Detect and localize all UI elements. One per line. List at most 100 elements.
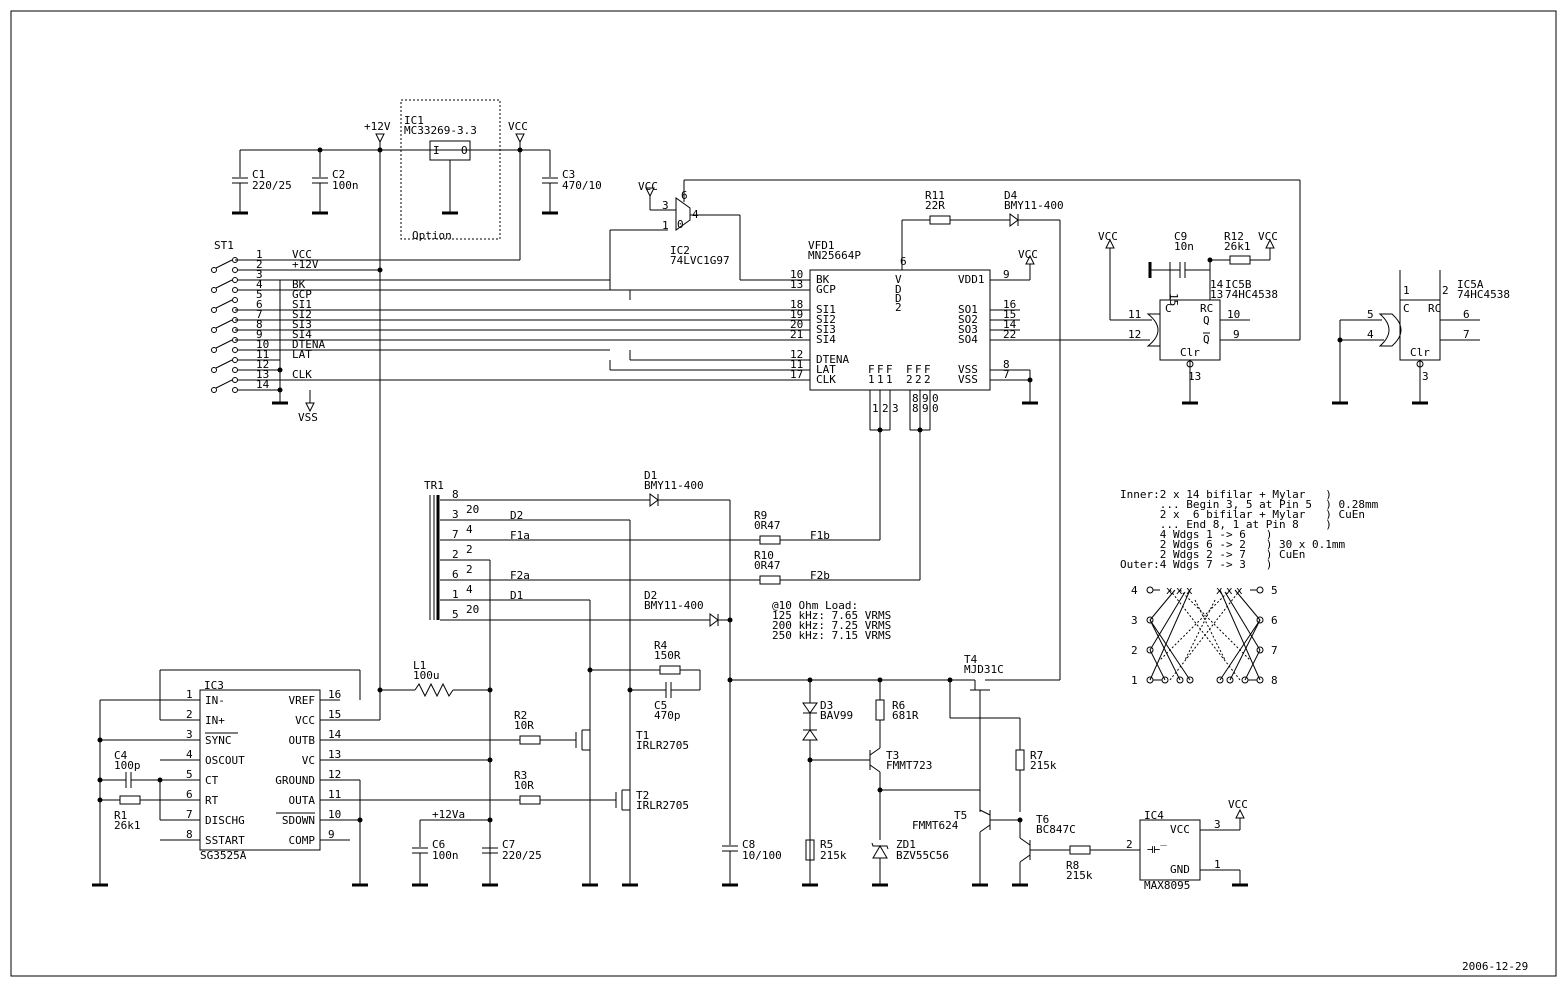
vfd-fpin1: 1 <box>872 402 879 415</box>
ic1-pin-in: I <box>433 144 440 157</box>
ic3-sig-oscout: OSCOUT <box>205 754 245 767</box>
c1-label: C1 <box>252 168 265 181</box>
st1-sig-si1: SI1 <box>292 298 312 311</box>
ic3-sig-in-: IN- <box>205 694 225 707</box>
c8: C8 10/100 <box>722 677 782 887</box>
c9-label: C9 <box>1174 230 1187 243</box>
load-note-3: 250 kHz: 7.15 VRMS <box>772 629 891 642</box>
date-stamp: 2006-12-29 <box>1462 960 1528 973</box>
tr1-t5: 4 <box>466 583 473 596</box>
c5-value: 470p <box>654 709 681 722</box>
st1-contact <box>211 267 217 273</box>
t4-value: MJD31C <box>964 663 1004 676</box>
load-note-0: @10 Ohm Load: <box>772 599 858 612</box>
st1-contact <box>232 387 238 393</box>
c3-label: C3 <box>562 168 575 181</box>
ic5a-p5: 5 <box>1367 308 1374 321</box>
st1-contact <box>232 267 238 273</box>
vfd-label: VFD1 <box>808 239 835 252</box>
vfd-rsig-so2: SO2 <box>958 313 978 326</box>
c2-value: 100n <box>332 179 359 192</box>
ic3-rsig-comp: COMP <box>289 834 316 847</box>
ic3-rsig-ground: GROUND <box>275 774 315 787</box>
st1-contact <box>211 307 217 313</box>
c6-value: 100n <box>432 849 459 862</box>
ic5a-rc: RC <box>1428 302 1441 315</box>
vfd-rsig-vdd1: VDD1 <box>958 273 985 286</box>
vfd-rpin-16: 16 <box>1003 298 1016 311</box>
t6-label: T6 <box>1036 813 1049 826</box>
d2-label: D2 <box>644 589 657 602</box>
ic4-label: IC4 <box>1144 809 1164 822</box>
d3-label: D3 <box>820 699 833 712</box>
st1-pin-13: 13 <box>256 368 269 381</box>
r6-label: R6 <box>892 699 905 712</box>
vfd-sig-dtena: DTENA <box>816 353 849 366</box>
vfd-sig-si4: SI4 <box>816 333 836 346</box>
vfd-vdd2-d2: D <box>895 292 902 305</box>
c6-c7: +12Va C6 100n C7 220/25 <box>412 808 542 887</box>
st1-contact <box>232 297 238 303</box>
r5-value: 215k <box>820 849 847 862</box>
ic3-rpin-13: 13 <box>328 748 341 761</box>
ic3-pin-2: 2 <box>186 708 193 721</box>
ic2-in0: 0 <box>677 218 684 231</box>
st1-contact <box>232 357 238 363</box>
wd-x1: x <box>1166 584 1173 597</box>
vfd-value: MN25664P <box>808 249 861 262</box>
ic5b-q: Q <box>1203 314 1210 327</box>
ic5b-p9: 9 <box>1233 328 1240 341</box>
ic5b-or-gate <box>1146 313 1161 347</box>
st1-sig-gcp: GCP <box>292 288 312 301</box>
st1-contact <box>232 287 238 293</box>
ic5b-rc: RC <box>1200 302 1213 315</box>
ic3-pin-4: 4 <box>186 748 193 761</box>
ic5a-p6: 6 <box>1463 308 1470 321</box>
c4-value: 100p <box>114 759 141 772</box>
ic4-sense-symbol: ⊣⊢‾ <box>1147 843 1167 856</box>
c3-value: 470/10 <box>562 179 602 192</box>
c4-label: C4 <box>114 749 128 762</box>
vfd-pin-20: 20 <box>790 318 803 331</box>
r10-value: 0R47 <box>754 559 781 572</box>
vfd-rsig-so1: SO1 <box>958 303 978 316</box>
ic1-value: MC33269-3.3 <box>404 124 477 137</box>
zd1-label: ZD1 <box>896 838 916 851</box>
vfd-sig-lat: LAT <box>816 363 836 376</box>
ic3-pin-3: 3 <box>186 728 193 741</box>
vfd-fpin8a: 8 <box>912 392 919 405</box>
vfd-rsig-so4: SO4 <box>958 333 978 346</box>
ic5b-p10: 10 <box>1227 308 1240 321</box>
tr1-p2: 2 <box>452 548 459 561</box>
ic1-option-box <box>400 99 501 240</box>
ic3-rsig-vcc: VCC <box>295 714 315 727</box>
ic3-rsig-vc: VC <box>302 754 315 767</box>
ic5a-or-gate <box>1378 313 1402 347</box>
tr1-t3: 2 <box>466 543 473 556</box>
vfd-vdd2-d1: D <box>895 283 902 296</box>
ic4-p1: 1 <box>1214 858 1221 871</box>
winding-note-7: Outer:4 Wdgs 7 -> 3 ) <box>1120 558 1272 571</box>
ic4-p3: 3 <box>1214 818 1221 831</box>
net-f1b: F1b <box>810 529 830 542</box>
st1-contact <box>211 347 217 353</box>
winding-note-4: 4 Wdgs 1 -> 6 ) <box>1120 528 1272 541</box>
c8-value: 10/100 <box>742 849 782 862</box>
ic3-sig-in+: IN+ <box>205 714 225 727</box>
winding-note-5: 2 Wdgs 6 -> 2 ) 30 x 0.1mm <box>1120 538 1346 551</box>
vfd-fpin9a: 9 <box>922 392 929 405</box>
load-notes: @10 Ohm Load: 125 kHz: 7.65 VRMS 200 kHz… <box>772 599 891 642</box>
vfd-pin-12: 12 <box>790 348 803 361</box>
c7-label: C7 <box>502 838 515 851</box>
ic3-pin-6: 6 <box>186 788 193 801</box>
vfd-f-d1: 2 <box>906 373 913 386</box>
wd-pin2: 2 <box>1131 644 1138 657</box>
ic4: IC4 MAX8095 VCC GND ⊣⊢‾ VCC 3 2 1 <box>1126 798 1248 892</box>
r4-label: R4 <box>654 639 668 652</box>
d4-value: BMY11-400 <box>1004 199 1064 212</box>
ic5b-p14: 14 <box>1210 278 1224 291</box>
vfd-rpin-22: 22 <box>1003 328 1016 341</box>
ic5a-p4: 4 <box>1367 328 1374 341</box>
